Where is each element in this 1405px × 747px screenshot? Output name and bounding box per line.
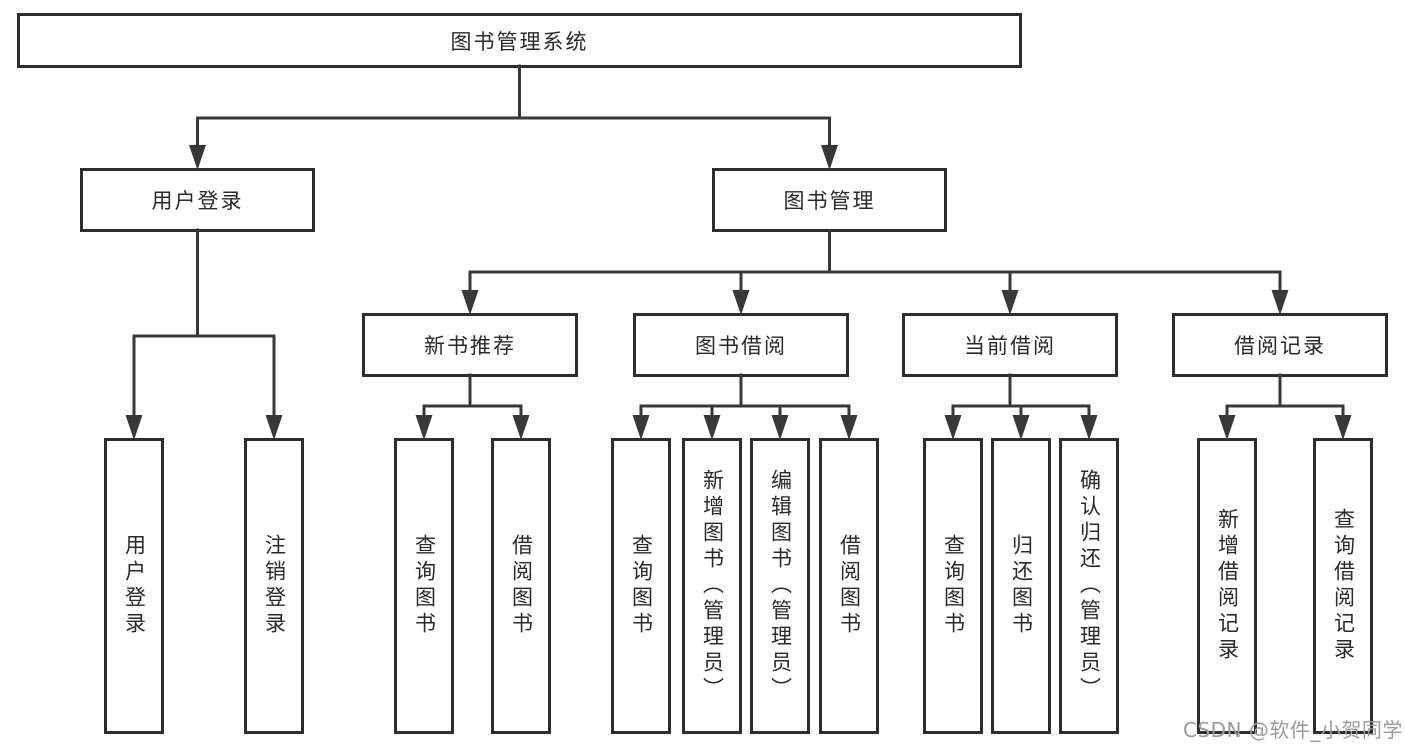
leaf-query-books-borrow: 查询图书 (611, 438, 671, 734)
leaf-edit-book-admin: 编辑图书（管理员） (750, 438, 810, 734)
leaf-borrow-books: 借阅图书 (819, 438, 879, 734)
leaf-query-books-current: 查询图书 (923, 438, 983, 734)
node-book-management: 图书管理 (712, 168, 947, 232)
leaf-query-borrow-record: 查询借阅记录 (1313, 438, 1373, 734)
leaf-query-books-recommend: 查询图书 (394, 438, 454, 734)
leaf-user-login: 用户登录 (104, 438, 164, 734)
watermark: CSDN @软件_小贺同学 (1183, 718, 1403, 742)
node-current-borrow: 当前借阅 (902, 313, 1118, 377)
node-new-book-recommend: 新书推荐 (362, 313, 578, 377)
node-book-borrow: 图书借阅 (633, 313, 849, 377)
leaf-add-borrow-record: 新增借阅记录 (1197, 438, 1257, 734)
leaf-borrow-books-recommend: 借阅图书 (491, 438, 551, 734)
leaf-return-books: 归还图书 (991, 438, 1051, 734)
node-library-system: 图书管理系统 (17, 13, 1022, 68)
leaf-confirm-return-admin: 确认归还（管理员） (1059, 438, 1119, 734)
leaf-logout: 注销登录 (244, 438, 304, 734)
node-borrow-records: 借阅记录 (1172, 313, 1388, 377)
leaf-add-book-admin: 新增图书（管理员） (682, 438, 742, 734)
node-user-login: 用户登录 (80, 168, 315, 232)
